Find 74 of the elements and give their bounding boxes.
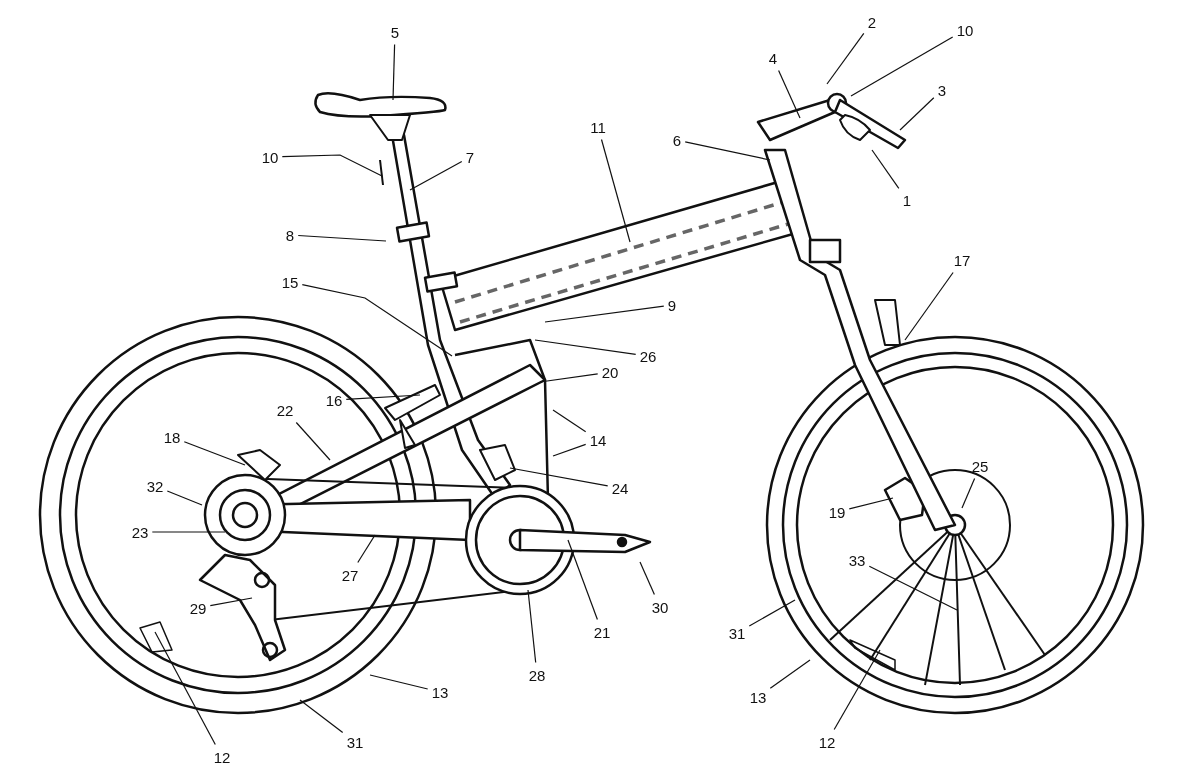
callout-number: 10 <box>956 21 974 39</box>
callout-number: 18 <box>163 428 181 446</box>
leader-line <box>848 497 894 510</box>
leader-line <box>850 36 954 97</box>
leader-line <box>301 284 453 357</box>
leader-line <box>904 271 954 341</box>
callout-number: 23 <box>131 523 149 541</box>
callout-number: 12 <box>818 733 836 751</box>
callout-number: 2 <box>867 13 877 31</box>
callout-number: 27 <box>341 566 359 584</box>
leader-line <box>539 373 599 383</box>
leader-line <box>534 339 637 355</box>
leader-line <box>826 32 865 85</box>
callout-number: 11 <box>590 118 606 136</box>
callout-number: 13 <box>431 683 449 701</box>
leader-line <box>544 305 665 323</box>
leader-line <box>295 421 331 461</box>
leader-line <box>639 561 655 596</box>
leader-line <box>392 43 396 101</box>
leader-line <box>833 649 881 731</box>
leader-line <box>509 467 609 487</box>
callout-number: 5 <box>390 23 400 41</box>
leader-line <box>357 534 376 564</box>
callout-number: 17 <box>953 251 971 269</box>
leader-line <box>409 160 463 191</box>
leader-line <box>166 490 203 506</box>
callout-number: 13 <box>749 688 767 706</box>
leader-line <box>345 394 421 400</box>
callout-number: 24 <box>611 479 629 497</box>
callout-number: 1 <box>902 191 912 209</box>
callout-number: 20 <box>601 363 619 381</box>
callout-number: 31 <box>346 733 364 751</box>
callout-number: 19 <box>828 503 846 521</box>
callout-number: 29 <box>189 599 207 617</box>
callout-number: 4 <box>768 49 778 67</box>
callout-number: 12 <box>213 748 231 766</box>
callout-number: 3 <box>937 81 947 99</box>
callout-number: 21 <box>593 623 611 641</box>
leader-line <box>684 141 771 161</box>
callout-number: 10 <box>261 148 279 166</box>
callout-number: 33 <box>848 551 866 569</box>
callout-number: 25 <box>971 457 989 475</box>
callout-number: 9 <box>667 296 677 314</box>
callout-number: 31 <box>728 624 746 642</box>
callout-number: 16 <box>325 391 343 409</box>
callout-number: 14 <box>589 431 607 449</box>
leader-line <box>183 441 246 466</box>
leader-line <box>209 597 253 607</box>
leader-line <box>899 97 935 131</box>
callout-number: 32 <box>146 477 164 495</box>
leader-line <box>151 531 226 533</box>
leader-line <box>600 138 631 243</box>
leader-line <box>769 659 811 689</box>
leader-line <box>552 409 587 433</box>
callout-number: 8 <box>285 226 295 244</box>
leader-line <box>778 69 801 119</box>
leader-line <box>871 149 900 189</box>
leader-line <box>299 699 344 734</box>
leader-line <box>567 539 598 621</box>
leader-line <box>552 443 587 457</box>
leader-line <box>748 599 796 627</box>
leader-line <box>527 589 537 664</box>
callout-number: 15 <box>281 273 299 291</box>
callout-number: 30 <box>651 598 669 616</box>
leader-line <box>154 631 216 746</box>
callout-number: 22 <box>276 401 294 419</box>
leader-line <box>281 154 383 177</box>
leader-line <box>297 234 387 242</box>
callout-number: 26 <box>639 347 657 365</box>
leader-line <box>369 674 429 690</box>
callout-number: 28 <box>528 666 546 684</box>
leader-line <box>868 565 958 611</box>
callout-number: 7 <box>465 148 475 166</box>
callout-number: 6 <box>672 131 682 149</box>
